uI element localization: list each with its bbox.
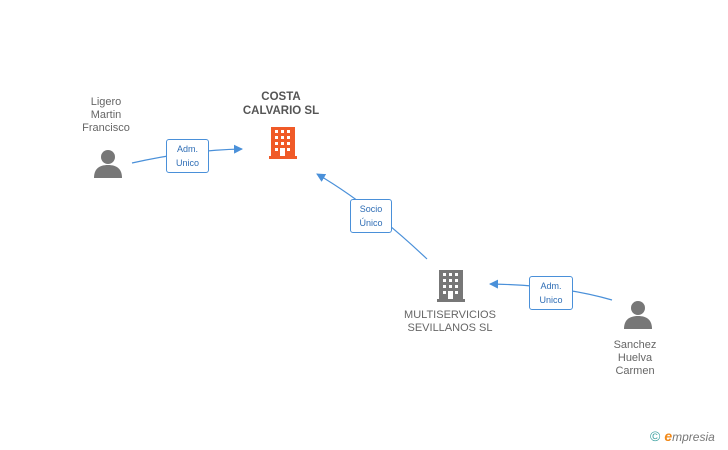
building-icon-costa[interactable] bbox=[269, 127, 297, 159]
edge-label-ligero-costa: Adm. Unico bbox=[166, 139, 209, 173]
person-icon-ligero[interactable] bbox=[94, 150, 122, 178]
brand-logo-text: mpresia bbox=[672, 430, 715, 444]
edge-label-multi-costa: Socio Único bbox=[350, 199, 392, 233]
person-label-ligero[interactable]: Ligero Martin Francisco bbox=[82, 96, 130, 134]
company-label-multi[interactable]: MULTISERVICIOS SEVILLANOS SL bbox=[404, 309, 496, 334]
copyright-icon: © bbox=[650, 428, 661, 444]
building-icon-multi[interactable] bbox=[437, 270, 465, 302]
brand-logo-e: e bbox=[664, 428, 673, 444]
company-label-costa[interactable]: COSTA CALVARIO SL bbox=[242, 91, 320, 117]
edge-label-sanchez-multi: Adm. Unico bbox=[529, 276, 573, 310]
brand-logo: ©empresia bbox=[650, 428, 715, 446]
person-icon-sanchez[interactable] bbox=[624, 301, 652, 329]
person-label-sanchez[interactable]: Sanchez Huelva Carmen bbox=[613, 339, 657, 377]
